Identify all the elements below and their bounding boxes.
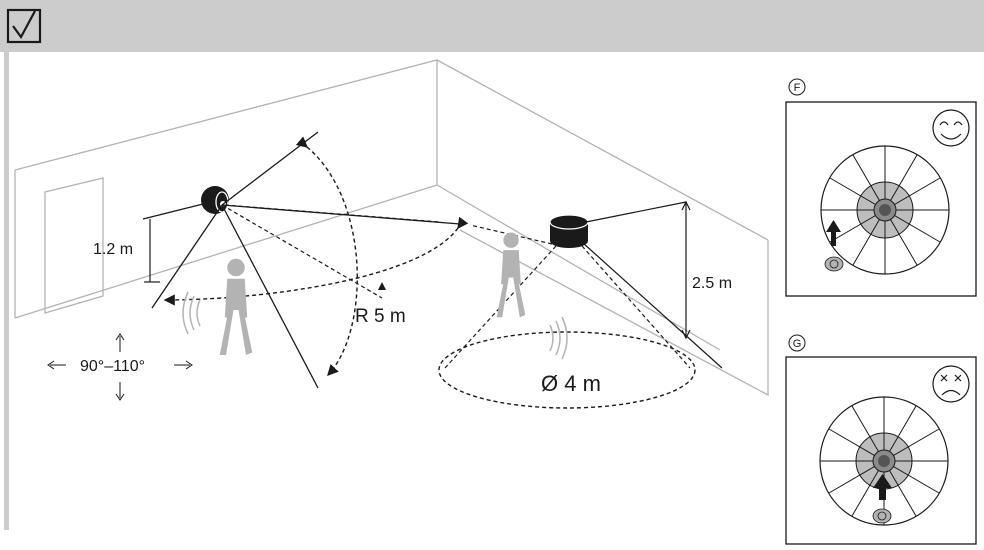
ceiling-lines	[582, 201, 723, 369]
header-bar	[0, 0, 984, 52]
motion-waves-left-icon	[182, 291, 201, 335]
person-top-view-icon-f	[824, 256, 844, 272]
range-marker-icon	[378, 282, 386, 290]
ceiling-sensor-icon	[549, 214, 589, 248]
smiling-face-icon	[932, 109, 970, 147]
approach-arrow-f	[826, 220, 841, 246]
panel-f-marker-label: F	[794, 82, 801, 94]
wall-height-dimension	[142, 203, 204, 283]
panel-g: G	[785, 334, 977, 545]
motion-waves-right-icon	[549, 316, 568, 360]
angle-label: 90°–110°	[80, 358, 145, 375]
frowning-face-icon	[932, 365, 970, 403]
detection-zone-g	[819, 396, 949, 526]
person-top-view-icon-g	[872, 508, 892, 524]
left-rule	[4, 52, 9, 530]
panel-g-marker-label: G	[793, 338, 802, 350]
door	[44, 177, 104, 314]
coverage-arcs	[163, 136, 469, 377]
panel-g-marker	[788, 334, 806, 352]
room-outline	[14, 59, 769, 397]
detection-zone-f	[820, 145, 950, 275]
ceiling-height-dimension	[681, 200, 691, 340]
person-figure-right	[496, 232, 526, 318]
panel-f-marker	[788, 78, 806, 96]
approach-arrow-g	[873, 474, 892, 500]
person-figure-left	[219, 258, 253, 355]
ceiling-height-label: 2.5 m	[692, 275, 732, 292]
range-label: R 5 m	[355, 306, 406, 327]
panel-f: F	[785, 78, 977, 297]
checkbox-checked-icon	[6, 8, 42, 44]
wall-height-label: 1.2 m	[93, 241, 133, 258]
diameter-label: Ø 4 m	[541, 371, 601, 396]
angle-arrows	[47, 333, 193, 401]
